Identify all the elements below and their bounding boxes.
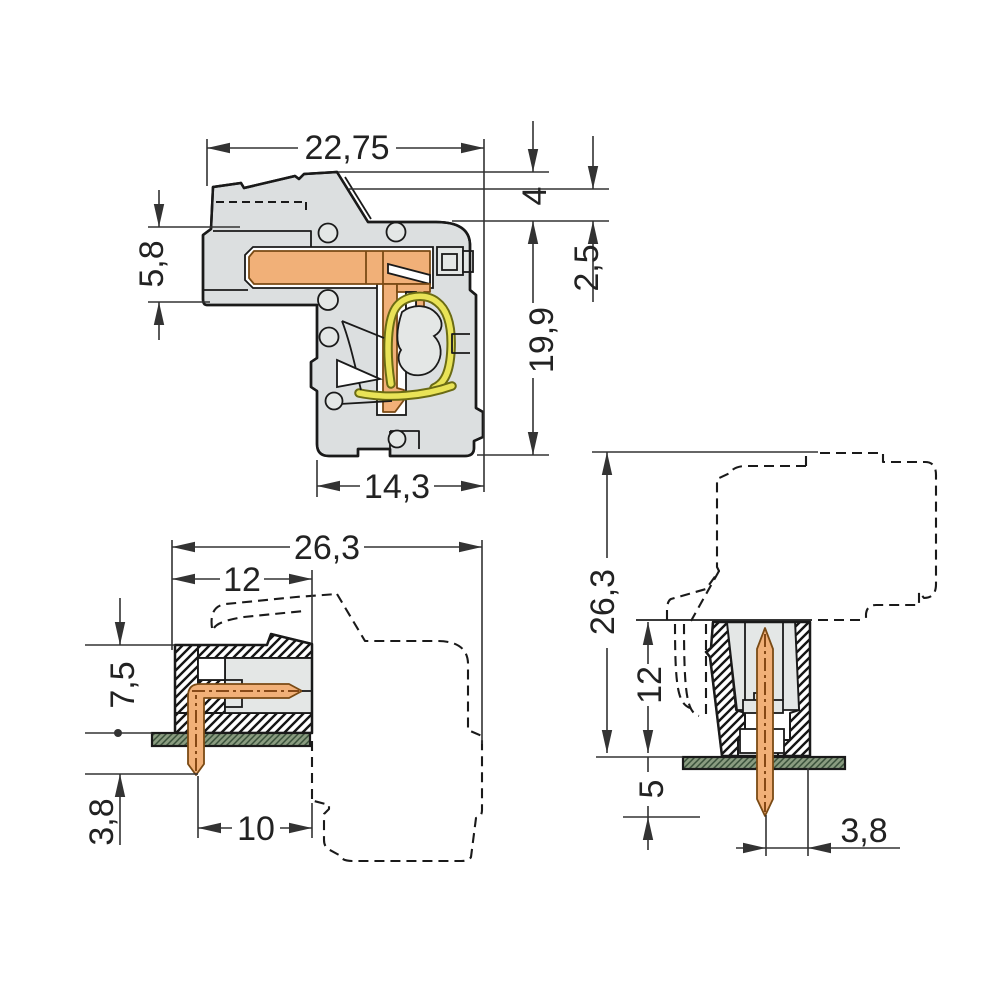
dimensions-side-section: 22,75 5,8 4 19,9 2,5 14,3 — [133, 121, 609, 506]
dim-v2-total-width: 26,3 — [294, 529, 360, 567]
dim-v3-pin-to-edge: 3,8 — [840, 812, 887, 850]
dim-v2-height-above-board: 7,5 — [104, 661, 142, 708]
dim-v1-top-thickness: 4 — [516, 187, 554, 206]
side-latch-detail — [436, 246, 474, 276]
pcb-board — [150, 731, 312, 748]
dimensions-side-on-pcb: 26,3 12 7,5 3,8 10 — [83, 529, 483, 848]
dim-v3-total-height: 26,3 — [584, 569, 622, 635]
latch-hole — [317, 222, 339, 244]
dim-v2-pin-protrusion: 3,8 — [83, 798, 121, 845]
view-side-section — [201, 170, 485, 458]
latch-hole — [318, 326, 340, 348]
dim-v3-header-height: 12 — [631, 666, 669, 704]
view-side-on-pcb — [150, 592, 484, 863]
clamping-spring — [354, 291, 457, 401]
dim-v3-pin-below-board: 5 — [633, 780, 671, 799]
pin-centerline — [192, 690, 299, 771]
dim-v2-insert-depth: 12 — [223, 561, 261, 599]
view-front-on-pcb — [636, 451, 938, 817]
dim-v1-bottom-width: 14,3 — [364, 468, 430, 506]
dim-v1-width: 22,75 — [304, 129, 389, 167]
latch-hole — [324, 391, 344, 411]
dim-v1-step: 2,5 — [568, 244, 606, 291]
solder-pin — [187, 683, 303, 776]
dim-v2-pin-to-face: 10 — [237, 810, 275, 848]
mating-connector-dashed-front — [820, 451, 938, 621]
hidden-edge-dashed — [216, 201, 307, 213]
latch-hole — [387, 429, 407, 449]
dim-v1-body-height: 19,9 — [523, 307, 561, 373]
dimensions-front-on-pcb: 26,3 12 5 3,8 — [584, 451, 900, 856]
latch-hole — [385, 221, 407, 243]
latch-hole — [317, 289, 339, 311]
copper-contact-bar — [248, 250, 431, 285]
mating-connector-dashed — [313, 593, 484, 863]
dim-reference-dot — [114, 729, 122, 737]
header-pin — [756, 627, 774, 817]
dim-v1-left-height: 5,8 — [133, 240, 171, 287]
